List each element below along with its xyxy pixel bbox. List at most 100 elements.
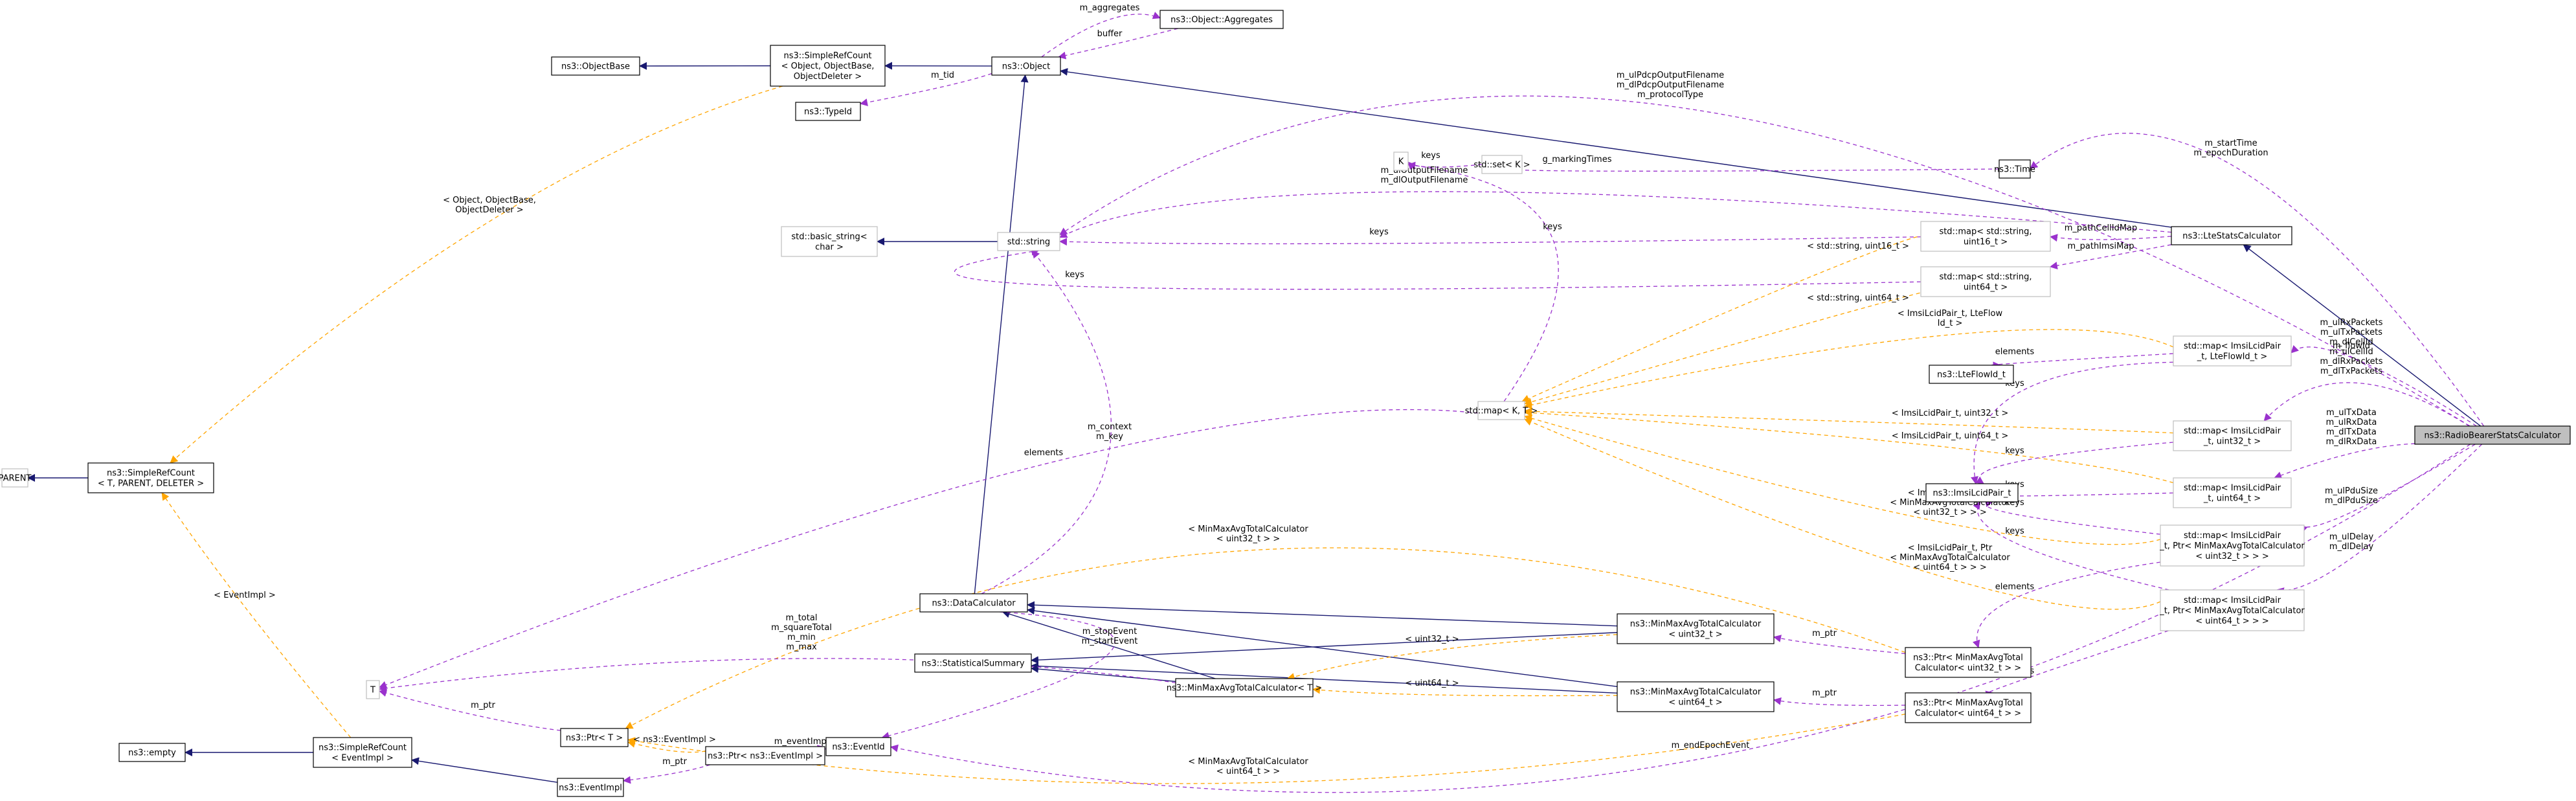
class-node-src-t[interactable]: ns3::SimpleRefCount< T, PARENT, DELETER … bbox=[87, 462, 214, 493]
class-node-empty[interactable]: ns3::empty bbox=[118, 743, 186, 762]
edge-label-line: m_dlCellId bbox=[2329, 337, 2373, 347]
class-node-map-p64[interactable]: std::map< ImsiLcidPair_t, Ptr< MinMaxAvg… bbox=[2159, 589, 2305, 631]
node-label-line: Calculator< uint32_t > > bbox=[1915, 664, 2021, 673]
edge-label-line: < ImsiLcidPair_t, uint64_t > bbox=[1892, 431, 2009, 441]
edge-member-radio-to-map_p64 bbox=[2276, 444, 2483, 596]
class-node-objectbase[interactable]: ns3::ObjectBase bbox=[551, 56, 640, 76]
edge-label: m_eventImpl bbox=[774, 737, 829, 747]
edge-label-line: m_dlRxData bbox=[2326, 437, 2377, 447]
class-node-T[interactable]: T bbox=[366, 680, 380, 699]
node-box bbox=[557, 778, 624, 797]
edge-template-src_obj-to-src_t bbox=[170, 85, 783, 464]
class-node-map-u32[interactable]: std::map< ImsiLcidPair_t, uint32_t > bbox=[2173, 420, 2292, 451]
edge-label: keys bbox=[1421, 151, 1440, 161]
node-label-line: ns3::StatisticalSummary bbox=[921, 659, 1024, 669]
edge-label-line: elements bbox=[1995, 347, 2035, 357]
edge-label-line: g_markingTimes bbox=[1543, 155, 1612, 164]
class-node-lte[interactable]: ns3::LteStatsCalculator bbox=[2171, 226, 2292, 245]
class-node-src-obj[interactable]: ns3::SimpleRefCount< Object, ObjectBase,… bbox=[770, 45, 886, 87]
node-label-line: ns3::LteStatsCalculator bbox=[2182, 232, 2281, 242]
edge-member-map_s16-to-string bbox=[1059, 236, 1921, 246]
edge-member-radio-to-map_p32 bbox=[2299, 444, 2476, 533]
node-box bbox=[118, 743, 186, 762]
class-node-ptr-mm64[interactable]: ns3::Ptr< MinMaxAvgTotalCalculator< uint… bbox=[1905, 692, 2032, 723]
edge-member-radio-to-time bbox=[2030, 133, 2485, 427]
class-node-eventid[interactable]: ns3::EventId bbox=[825, 737, 891, 756]
edge-label-line: < uint32_t > bbox=[1405, 635, 1459, 644]
class-node-map-p32[interactable]: std::map< ImsiLcidPair_t, Ptr< MinMaxAvg… bbox=[2159, 525, 2305, 567]
class-node-map-s16[interactable]: std::map< std::string,uint16_t > bbox=[1920, 221, 2051, 252]
edge-label-line: m_dlDelay bbox=[2329, 542, 2374, 552]
class-node-K[interactable]: K bbox=[1393, 152, 1409, 171]
edge-label: < std::string, uint64_t > bbox=[1807, 293, 1909, 303]
class-node-mmT[interactable]: ns3::MinMaxAvgTotalCalculator< T > bbox=[1167, 678, 1322, 697]
edge-label: m_ptr bbox=[1812, 688, 1837, 698]
node-box bbox=[825, 737, 891, 756]
edge-member-radio-to-map_u64 bbox=[2274, 443, 2415, 479]
edge-member-radio-to-map_u32 bbox=[2263, 382, 2470, 427]
node-box bbox=[1929, 365, 2014, 384]
edge-label-line: < EventImpl > bbox=[214, 591, 276, 600]
edge-template-src_ev-to-src_t bbox=[161, 492, 352, 738]
edge-inherit-datacalc-to-object bbox=[974, 74, 1029, 594]
node-label-line: ns3::EventId bbox=[832, 743, 884, 752]
node-label-line: _t, uint32_t > bbox=[2203, 437, 2261, 447]
edge-member-map_s64-to-string bbox=[954, 247, 1921, 290]
class-node-map-s64[interactable]: std::map< std::string,uint64_t > bbox=[1920, 266, 2051, 297]
edge-label-line: keys bbox=[1065, 270, 1084, 280]
edge-inherit-mm32-to-statsum bbox=[1031, 632, 1618, 664]
class-node-ptr-mm32[interactable]: ns3::Ptr< MinMaxAvgTotalCalculator< uint… bbox=[1905, 647, 2032, 678]
class-node-setK[interactable]: std::set< K > bbox=[1473, 155, 1530, 174]
node-label-line: < uint64_t > bbox=[1668, 698, 1722, 708]
node-box bbox=[313, 737, 412, 768]
node-box bbox=[1920, 221, 2051, 252]
class-node-basic-string[interactable]: std::basic_string<char > bbox=[781, 226, 878, 257]
edge-member-lte-to-string bbox=[1059, 191, 2172, 238]
node-label-line: ns3::SimpleRefCount bbox=[783, 51, 871, 61]
class-node-typeid[interactable]: ns3::TypeId bbox=[795, 102, 861, 121]
class-node-datacalc[interactable]: ns3::DataCalculator bbox=[919, 593, 1028, 613]
class-node-parent[interactable]: PARENT bbox=[0, 468, 31, 488]
class-node-map-u64[interactable]: std::map< ImsiLcidPair_t, uint64_t > bbox=[2173, 477, 2292, 508]
class-node-map-flow[interactable]: std::map< ImsiLcidPair_t, LteFlowId_t > bbox=[2173, 335, 2292, 367]
class-node-imsilcid[interactable]: ns3::ImsiLcidPair_t bbox=[1925, 483, 2019, 502]
class-node-string[interactable]: std::string bbox=[997, 232, 1060, 251]
edge-label: m_endEpochEvent bbox=[1672, 741, 1750, 750]
edge-member-object-to-typeid bbox=[860, 73, 992, 106]
edge-member-datacalc-to-string bbox=[981, 250, 1112, 594]
node-box bbox=[2173, 335, 2292, 367]
node-label-line: ns3::Time bbox=[1994, 165, 2035, 175]
edge-template-map_p64-to-mapKT bbox=[1524, 418, 2161, 610]
class-node-time[interactable]: ns3::Time bbox=[1994, 159, 2035, 179]
edge-label: < ImsiLcidPair_t, uint64_t > bbox=[1892, 431, 2009, 441]
edge-label: m_ptr bbox=[471, 701, 496, 710]
class-node-mapKT[interactable]: std::map< K, T > bbox=[1465, 401, 1538, 420]
class-node-statsum[interactable]: ns3::StatisticalSummary bbox=[914, 653, 1032, 673]
edge-label-line: m_ptr bbox=[1812, 629, 1837, 638]
class-node-eventimpl[interactable]: ns3::EventImpl bbox=[557, 778, 624, 797]
node-label-line: std::map< ImsiLcidPair bbox=[2184, 531, 2281, 541]
edge-label: < ImsiLcidPair_t, LteFlowId_t > bbox=[1898, 309, 2003, 328]
class-node-lteflowid[interactable]: ns3::LteFlowId_t bbox=[1929, 365, 2014, 384]
class-node-ptr-ev[interactable]: ns3::Ptr< ns3::EventImpl > bbox=[705, 746, 825, 765]
class-node-mm64[interactable]: ns3::MinMaxAvgTotalCalculator< uint64_t … bbox=[1617, 681, 1775, 712]
edge-label: keys bbox=[1543, 222, 1562, 232]
edge-label: keys bbox=[2005, 526, 2024, 536]
edge-member-radio-to-string bbox=[1059, 95, 2470, 427]
edge-template-mm32-to-mmT bbox=[1286, 634, 1618, 681]
edge-label-line: m_startTime bbox=[2204, 139, 2257, 148]
class-node-aggregates[interactable]: ns3::Object::Aggregates bbox=[1159, 10, 1284, 29]
edge-label: m_ulRxPacketsm_ulTxPacketsm_dlCellIdm_ul… bbox=[2320, 318, 2382, 376]
class-node-object[interactable]: ns3::Object bbox=[991, 56, 1061, 76]
node-box bbox=[919, 593, 1028, 613]
edge-template-ptr_ev-to-ptrT bbox=[627, 739, 706, 753]
class-node-mm32[interactable]: ns3::MinMaxAvgTotalCalculator< uint32_t … bbox=[1617, 613, 1775, 644]
class-node-src-ev[interactable]: ns3::SimpleRefCount< EventImpl > bbox=[313, 737, 412, 768]
node-label-line: std::set< K > bbox=[1473, 161, 1530, 170]
class-node-ptrT[interactable]: ns3::Ptr< T > bbox=[560, 728, 629, 747]
edge-label-line: m_epochDuration bbox=[2193, 148, 2268, 158]
node-label-line: ns3::Object::Aggregates bbox=[1170, 16, 1273, 25]
